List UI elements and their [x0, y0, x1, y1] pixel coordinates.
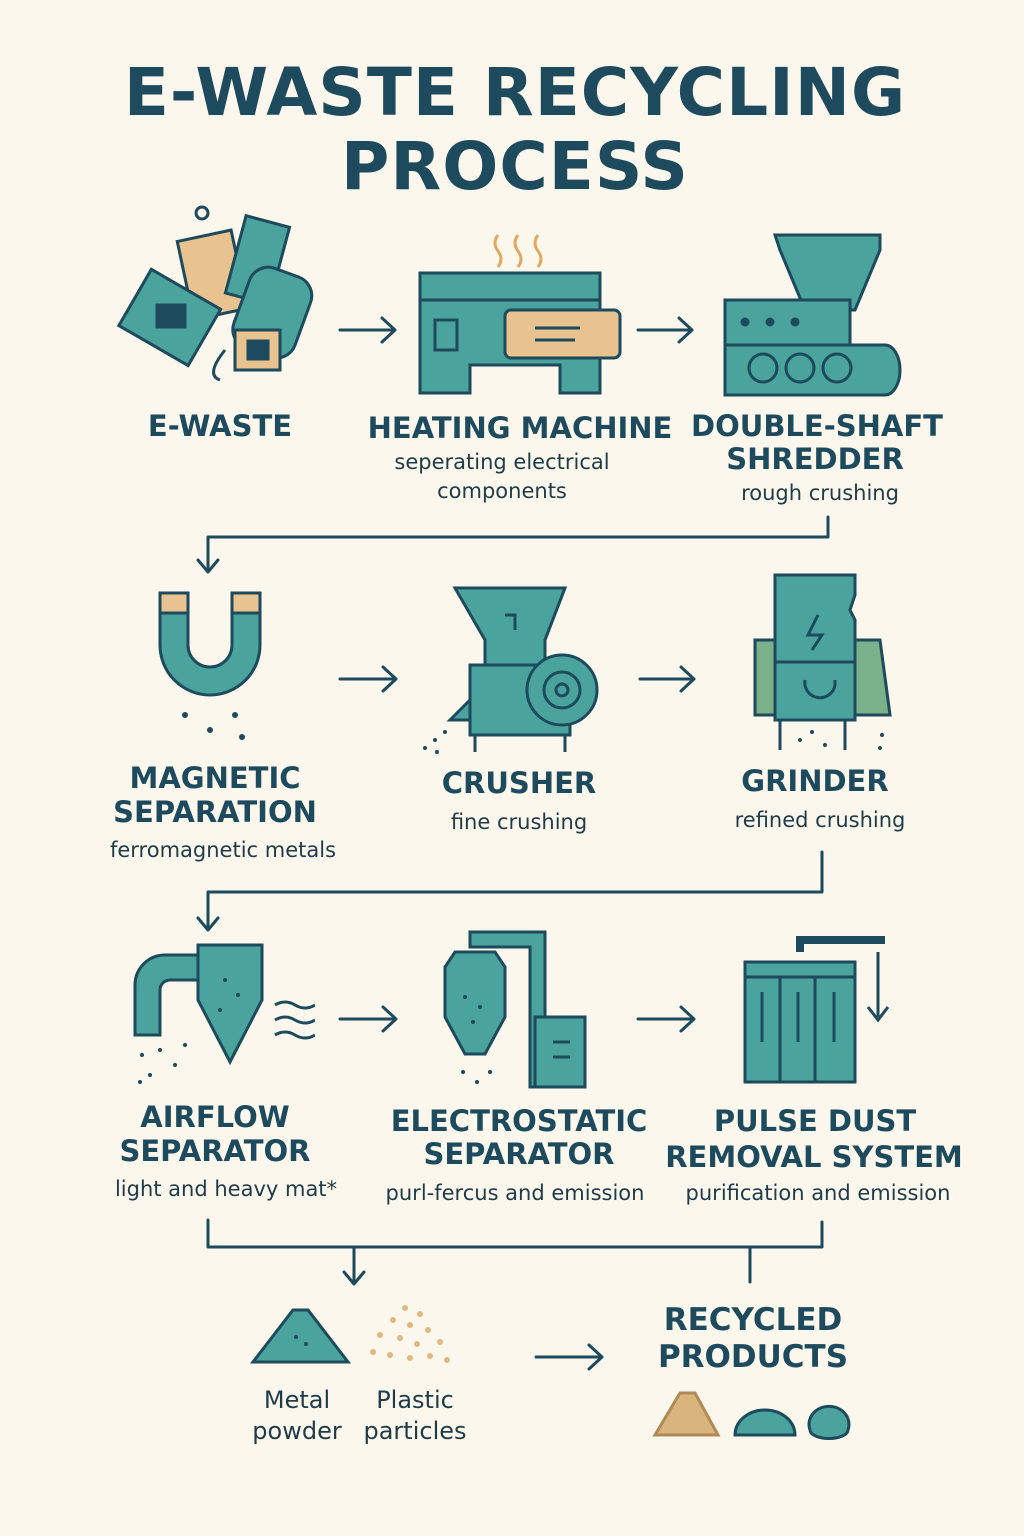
pulse-dust-removal-icon	[743, 936, 890, 1084]
arrow-icon	[534, 1343, 604, 1371]
step-electrostatic-title-2: SEPARATOR	[423, 1137, 615, 1171]
arrow-icon	[636, 1005, 696, 1033]
plastic-particles-label: Plastic	[376, 1386, 454, 1414]
step-grinder-desc: refined crushing	[734, 808, 906, 832]
step-pulse-title: PULSE DUST	[713, 1104, 917, 1138]
connector-row1-row2	[196, 515, 830, 574]
heating-machine-icon	[418, 234, 622, 395]
electrostatic-separator-icon	[443, 930, 587, 1089]
step-airflow-title-2: SEPARATOR	[119, 1134, 311, 1168]
arrow-icon	[338, 316, 397, 344]
arrow-icon	[638, 665, 696, 693]
plastic-particles-label-2: particles	[363, 1417, 467, 1445]
airflow-separator-icon	[133, 943, 315, 1084]
step-crusher-desc: fine crushing	[450, 810, 588, 834]
page-title-line1: E-WASTE RECYCLING	[123, 54, 907, 131]
step-pulse-title-2: REMOVAL SYSTEM	[665, 1140, 963, 1174]
step-magnetic-title-2: SEPARATION	[113, 795, 317, 829]
step-magnetic-title: MAGNETIC	[129, 761, 301, 795]
metal-powder-label: Metal	[263, 1386, 331, 1414]
recycled-products-icon	[652, 1391, 851, 1440]
arrow-icon	[636, 316, 694, 344]
crusher-icon	[423, 586, 599, 754]
step-shredder-title: DOUBLE-SHAFT	[691, 409, 943, 443]
step-pulse-desc: purification and emission	[685, 1181, 951, 1205]
arrow-icon	[338, 1005, 398, 1033]
step-e-waste-title: E-WASTE	[147, 409, 293, 443]
metal-powder-icon	[249, 1308, 352, 1364]
recycled-products-title: RECYCLED	[663, 1302, 843, 1338]
connector-merge	[206, 1218, 824, 1286]
step-grinder-title: GRINDER	[741, 764, 889, 798]
e-waste-icon	[116, 205, 314, 382]
step-airflow-desc: light and heavy mat*	[114, 1177, 338, 1201]
step-electrostatic-desc: purl-fercus and emission	[385, 1181, 645, 1205]
step-electrostatic-title: ELECTROSTATIC	[390, 1104, 648, 1138]
connector-row2-row3	[196, 850, 824, 932]
plastic-particles-icon	[370, 1305, 450, 1363]
grinder-icon	[753, 573, 892, 750]
step-heating-desc-2: components	[437, 479, 567, 503]
step-airflow-title: AIRFLOW	[140, 1100, 290, 1134]
step-crusher-title: CRUSHER	[441, 766, 597, 800]
metal-powder-label-2: powder	[252, 1417, 342, 1445]
magnet-icon	[158, 591, 262, 740]
page-title-line2: PROCESS	[341, 128, 689, 205]
recycled-products-title-2: PRODUCTS	[657, 1339, 849, 1375]
step-shredder-desc: rough crushing	[741, 481, 899, 505]
step-heating-title: HEATING MACHINE	[367, 411, 673, 445]
arrow-icon	[338, 665, 398, 693]
shredder-icon	[723, 233, 902, 397]
step-magnetic-desc: ferromagnetic metals	[109, 838, 337, 862]
step-heating-desc: seperating electrical	[394, 450, 610, 474]
step-shredder-title-2: SHREDDER	[726, 442, 904, 476]
